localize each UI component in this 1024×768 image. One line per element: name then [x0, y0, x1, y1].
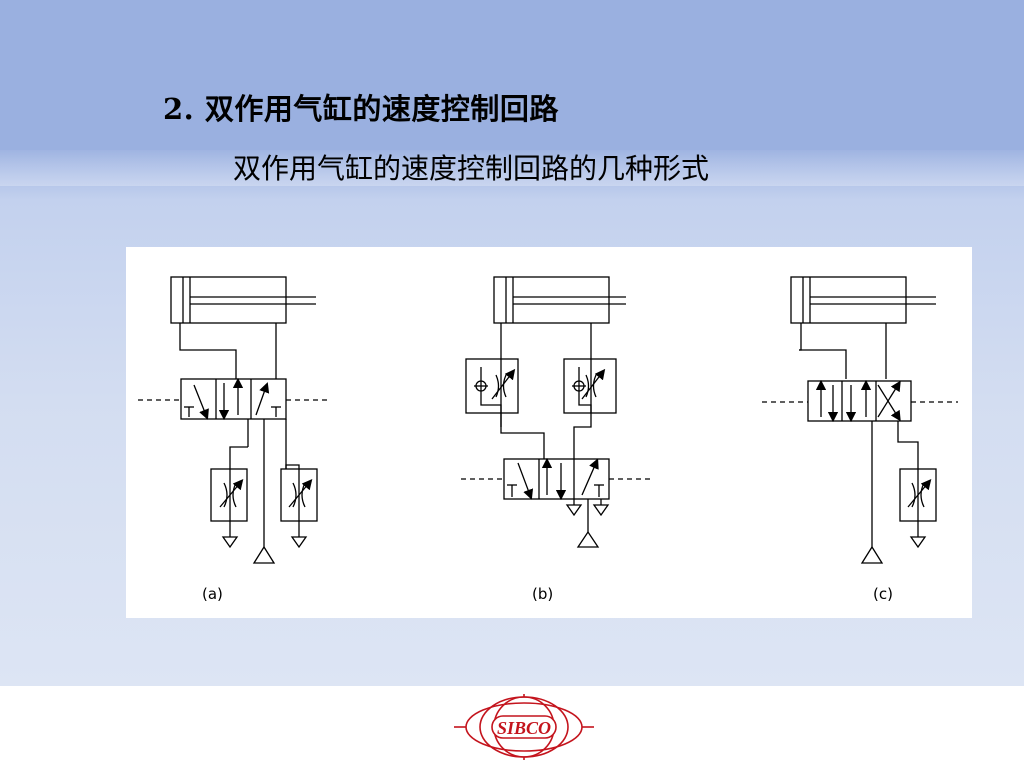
supply-b: [576, 530, 600, 548]
caption-b: (b): [532, 585, 553, 603]
caption-c: (c): [873, 585, 893, 603]
caption-a: (a): [202, 585, 223, 603]
slide-subtitle: 双作用气缸的速度控制回路的几种形式: [233, 152, 710, 185]
directional-valve-c: [807, 380, 912, 422]
supply-a: [252, 545, 276, 564]
exhaust-b-right: [592, 504, 610, 517]
exhaust-a-left: [221, 536, 239, 549]
directional-valve-b: [503, 458, 610, 500]
sibco-logo: SIBCO: [454, 694, 594, 760]
pneumatic-circuit-diagram: (a) (b) (c): [126, 247, 972, 618]
circuit-svg: (a) (b) (c): [138, 276, 958, 603]
header-band: [0, 150, 1024, 186]
slide-title: 2. 双作用气缸的速度控制回路: [163, 92, 559, 126]
throttle-valve-a-left: [210, 468, 248, 522]
cylinder-c: [790, 276, 907, 324]
check-throttle-b-right: [563, 358, 617, 414]
check-throttle-b-left: [465, 358, 519, 414]
exhaust-c: [909, 536, 927, 549]
cylinder-b: [493, 276, 610, 324]
logo-text: SIBCO: [497, 718, 551, 738]
circuit-c: [762, 276, 958, 564]
exhaust-b-left: [565, 504, 583, 517]
supply-c: [860, 545, 884, 564]
directional-valve-a: [180, 378, 287, 420]
circuit-b: [461, 276, 654, 548]
circuit-a: [138, 276, 331, 564]
cylinder-a: [170, 276, 287, 324]
exhaust-a-right: [290, 536, 308, 549]
